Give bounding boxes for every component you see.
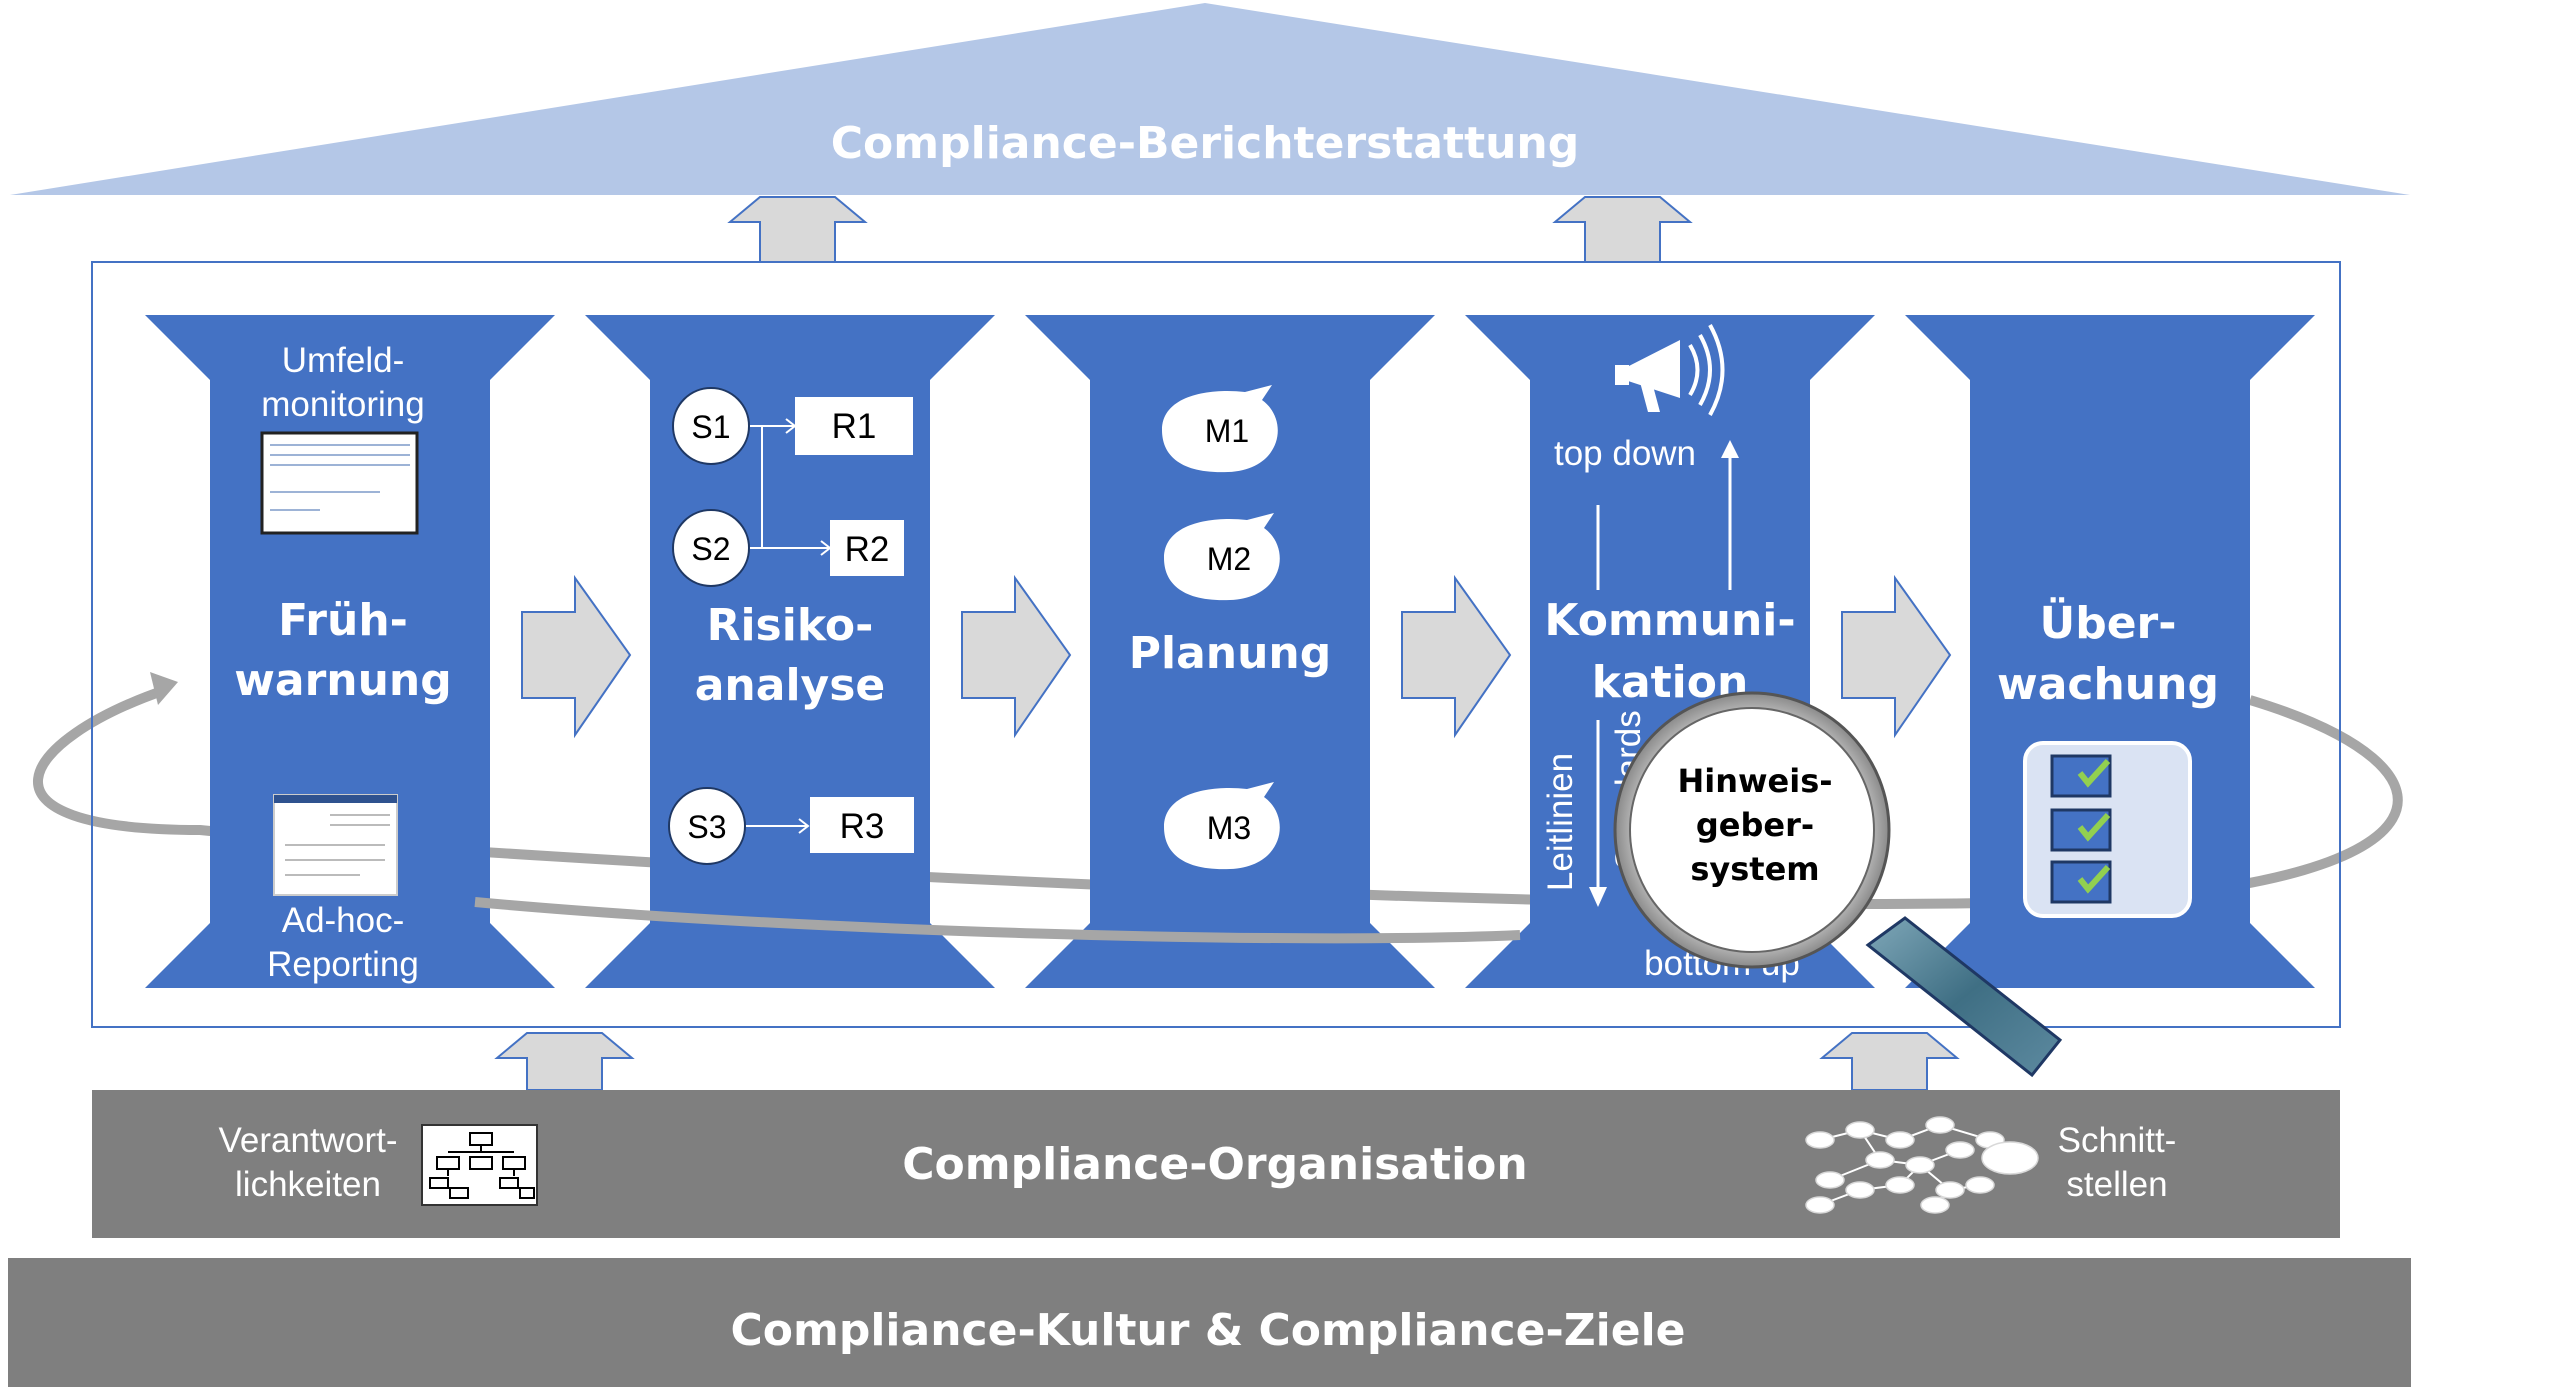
- organisation-label: Compliance-Organisation: [902, 1139, 1527, 1190]
- pillar-1-title-1: Früh-: [278, 595, 408, 646]
- foundation-background: [8, 1258, 2411, 1387]
- roof-label: Compliance-Berichterstattung: [831, 118, 1580, 169]
- process-arrow-3: [1401, 574, 1512, 739]
- pillar-5-title-1: Über-: [2039, 596, 2176, 649]
- monitoring-report-thumbnail: [260, 431, 419, 535]
- report-lines: [270, 444, 410, 511]
- pillar-5-title-2: wachung: [1997, 659, 2219, 710]
- megaphone-icon: [1615, 324, 1725, 416]
- measure-m3-label: M3: [1207, 810, 1251, 846]
- measure-m1-label: M1: [1205, 413, 1249, 449]
- risk-connectors: [745, 418, 832, 834]
- risk-r2: [830, 520, 904, 576]
- pillar-1-title-2: warnung: [234, 655, 452, 706]
- foundation-label: Compliance-Kultur & Compliance-Ziele: [730, 1305, 1685, 1356]
- whistleblower-label-3: system: [1690, 850, 1819, 888]
- scenario-s1-label: S1: [691, 409, 730, 445]
- process-arrow-4: [1841, 574, 1952, 739]
- up-arrows-organisation: [494, 1032, 1960, 1091]
- scenario-s3: [668, 787, 746, 865]
- pillar-2-title-1: Risiko-: [707, 600, 874, 651]
- risk-r1: [795, 397, 913, 455]
- interfaces-label-2: stellen: [2066, 1165, 2167, 1204]
- risk-r3: [810, 797, 914, 853]
- whistleblower-label-1: Hinweis-: [1677, 762, 1832, 800]
- network-icon: [1805, 1116, 2039, 1214]
- pillar-3-title: Planung: [1129, 628, 1332, 679]
- pillar-1-content: Umfeld- monitoring Früh- warnung Ad-hoc-…: [234, 341, 452, 984]
- pillar-shape-5: [1905, 315, 2315, 988]
- cycle-ring-arrowhead: [150, 672, 178, 705]
- whistleblower-label-2: geber-: [1696, 806, 1814, 844]
- pillar-ueberwachung: [1905, 315, 2315, 988]
- measure-m2: [1164, 513, 1280, 601]
- measure-m1: [1162, 385, 1278, 473]
- up-arrow-1: [727, 196, 868, 263]
- roof-triangle: [10, 3, 2410, 195]
- scenario-s2: [672, 509, 750, 587]
- up-arrow-2: [1552, 196, 1693, 263]
- scenario-s1: [672, 387, 750, 465]
- adhoc-label-2: Reporting: [267, 945, 419, 984]
- umfeld-label-1: Umfeld-: [282, 341, 405, 380]
- process-arrow-2: [961, 574, 1072, 739]
- pillar-shape-1: [145, 315, 555, 988]
- process-arrows: [521, 574, 1952, 739]
- process-frame: [91, 261, 2341, 1028]
- leitlinien-label: Leitlinien: [1541, 753, 1580, 891]
- foundation-bar: Compliance-Kultur & Compliance-Ziele: [8, 1258, 2411, 1387]
- pillar-3-content: M1 M2 M3 Planung: [1129, 385, 1332, 870]
- organisation-bar: Verantwort- lichkeiten Compliance-Organi…: [92, 1090, 2340, 1238]
- measure-m3: [1164, 782, 1280, 870]
- up-arrow-3: [494, 1032, 635, 1091]
- pillar-planung: [1025, 315, 1435, 988]
- pillar-2-title-2: analyse: [695, 660, 886, 711]
- pillar-2-content: S1 S2 S3 R1 R2 R3 Risiko- analyse: [668, 387, 914, 865]
- magnifier-lens: [1629, 707, 1875, 953]
- pillar-shape-3: [1025, 315, 1435, 988]
- top-down-label: top down: [1554, 434, 1696, 473]
- scenario-s2-label: S2: [691, 531, 730, 567]
- pillar-shape-2: [585, 315, 995, 988]
- pillar-fruehwarnung: [145, 315, 555, 988]
- up-arrows-roof: [727, 196, 1693, 263]
- interfaces-label-1: Schnitt-: [2058, 1121, 2177, 1160]
- risk-r3-label: R3: [840, 807, 885, 846]
- whistleblower-magnifier: Hinweis- geber- system: [1613, 691, 2063, 1078]
- risk-r2-label: R2: [845, 530, 890, 569]
- pillar-5-content: Über- wachung: [1997, 596, 2219, 918]
- adhoc-label-1: Ad-hoc-: [282, 901, 405, 940]
- up-arrow-4: [1819, 1032, 1960, 1091]
- umfeld-label-2: monitoring: [261, 385, 424, 424]
- process-arrow-1: [521, 574, 632, 739]
- responsibilities-label-2: lichkeiten: [235, 1165, 381, 1204]
- roof: Compliance-Berichterstattung: [10, 3, 2410, 195]
- cycle-ring-front: [474, 897, 1521, 944]
- risk-r1-label: R1: [832, 407, 877, 446]
- responsibilities-label-1: Verantwort-: [219, 1121, 398, 1160]
- pillar-risikoanalyse: [585, 315, 995, 988]
- pillar-4-title-1: Kommuni-: [1544, 595, 1795, 646]
- scenario-s3-label: S3: [687, 809, 726, 845]
- checklist-items: [2050, 754, 2112, 904]
- org-chart-icon: [421, 1124, 538, 1206]
- magnifier-handle: [1865, 916, 2063, 1078]
- measure-m2-label: M2: [1207, 541, 1251, 577]
